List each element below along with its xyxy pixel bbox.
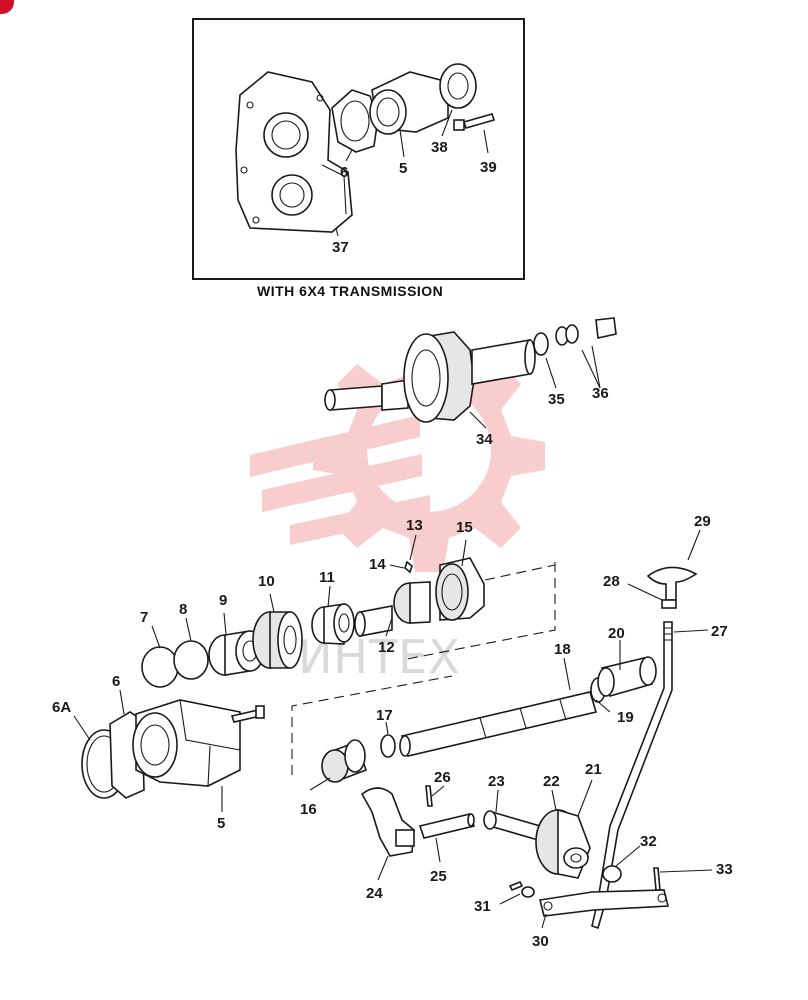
callout-35: 35 <box>548 391 565 408</box>
part-28-nut <box>661 599 677 609</box>
part-30-link <box>539 889 670 917</box>
callout-6a: 6A <box>52 699 71 716</box>
callout-13: 13 <box>406 517 423 534</box>
part-29-knob <box>646 566 698 601</box>
inset-caption: WITH 6X4 TRANSMISSION <box>257 283 443 299</box>
part-10-gear <box>252 611 303 669</box>
part-22-21-pivot-housing <box>535 808 591 879</box>
callout-6: 6 <box>112 673 120 690</box>
callout-5-inset: 5 <box>399 160 407 177</box>
callout-22: 22 <box>543 773 560 790</box>
part-5-bolt <box>230 705 265 723</box>
callout-24: 24 <box>366 885 383 902</box>
part-35-ring <box>533 332 549 356</box>
part-25-rod <box>418 813 476 839</box>
part-18-main-shaft <box>399 691 598 757</box>
part-31-washer <box>508 880 535 898</box>
callout-20: 20 <box>608 625 625 642</box>
callout-32: 32 <box>640 833 657 850</box>
callout-10: 10 <box>258 573 275 590</box>
callout-5: 5 <box>217 815 225 832</box>
callout-34: 34 <box>476 431 493 448</box>
callout-33: 33 <box>716 861 733 878</box>
callout-37: 37 <box>332 239 349 256</box>
callout-17: 17 <box>376 707 393 724</box>
part-32-washer <box>602 865 622 883</box>
inset-6x4-transmission: WITH 6X4 TRANSMISSION <box>192 18 525 299</box>
callout-36: 36 <box>592 385 609 402</box>
callout-16: 16 <box>300 801 317 818</box>
part-36-spacers <box>555 317 617 346</box>
callout-29: 29 <box>694 513 711 530</box>
part-16-bearing <box>321 739 368 783</box>
part-39-bolt <box>453 113 496 131</box>
part-12-gear-sleeve <box>354 581 431 637</box>
part-5-housing-inset <box>369 71 449 135</box>
part-5-housing <box>132 699 241 787</box>
callout-30: 30 <box>532 933 549 950</box>
callout-28: 28 <box>603 573 620 590</box>
part-23-shaft <box>483 810 541 842</box>
inset-frame <box>192 18 525 280</box>
callout-7: 7 <box>140 609 148 626</box>
callout-25: 25 <box>430 868 447 885</box>
part-7-snap-ring <box>141 646 179 688</box>
callout-15: 15 <box>456 519 473 536</box>
callout-12: 12 <box>378 639 395 656</box>
part-13-key <box>404 560 413 574</box>
part-27-lever <box>591 621 673 930</box>
callout-21: 21 <box>585 761 602 778</box>
part-11-bearing <box>311 603 355 645</box>
part-24-shift-fork <box>360 787 415 857</box>
callout-26: 26 <box>434 769 451 786</box>
callout-14: 14 <box>369 556 386 573</box>
callout-11: 11 <box>319 569 335 586</box>
part-38-seal <box>439 63 477 109</box>
part-6-gasket-inset <box>331 89 379 153</box>
callout-18: 18 <box>554 641 571 658</box>
part-37-housing <box>235 71 353 233</box>
part-20-sleeve <box>597 656 657 697</box>
callout-9: 9 <box>219 592 227 609</box>
callout-23: 23 <box>488 773 505 790</box>
callout-6-inset: 6 <box>340 164 348 181</box>
callout-19: 19 <box>617 709 634 726</box>
part-8-spacer <box>173 640 209 680</box>
callout-39: 39 <box>480 159 497 176</box>
part-34-gear-shaft <box>324 331 536 423</box>
callout-27: 27 <box>711 623 728 640</box>
part-17-ring <box>380 734 396 758</box>
callout-38: 38 <box>431 139 448 156</box>
part-26-pin <box>425 785 433 807</box>
callout-8: 8 <box>179 601 187 618</box>
callout-31: 31 <box>474 898 491 915</box>
part-33-pin <box>653 867 661 891</box>
part-15-collar <box>435 557 485 621</box>
